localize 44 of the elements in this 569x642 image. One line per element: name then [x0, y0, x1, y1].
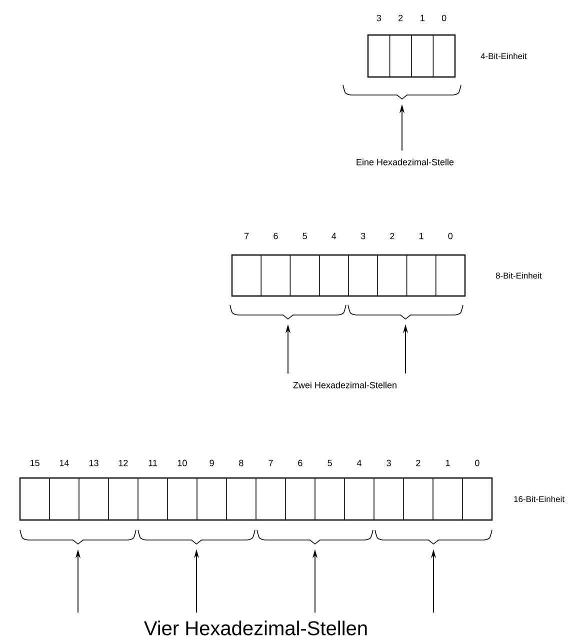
caption-text: Vier Hexadezimal-Stellen — [144, 620, 367, 636]
bit-number: 4 — [356, 460, 362, 466]
bit-number: 6 — [274, 232, 278, 240]
register-box — [367, 34, 456, 78]
bit-number: 3 — [360, 232, 366, 240]
unit-label: 4-Bit-Einheit — [480, 52, 527, 60]
bit-number: 14 — [60, 460, 69, 466]
bracket — [20, 530, 136, 544]
unit-label: 16-Bit-Einheit — [514, 496, 564, 502]
bit-number: 5 — [302, 232, 307, 240]
bit-number: 8 — [239, 460, 244, 466]
bit-number: 2 — [398, 14, 403, 22]
bit-number: 15 — [30, 460, 40, 466]
bit-number: 2 — [416, 460, 420, 466]
bit-number: 1 — [446, 460, 450, 466]
bit-number: 7 — [244, 232, 249, 240]
register-box — [19, 477, 493, 521]
bracket — [374, 530, 492, 544]
bracket — [348, 304, 464, 320]
unit-label: 8-Bit-Einheit — [496, 272, 542, 279]
bit-number: 0 — [475, 460, 480, 466]
bit-number: 11 — [148, 460, 158, 466]
bit-number: 3 — [386, 460, 391, 466]
bit-number: 13 — [89, 460, 98, 466]
bit-number: 1 — [419, 232, 424, 240]
register-box — [231, 254, 466, 297]
bit-number: 5 — [328, 460, 332, 466]
caption-text: Eine Hexadezimal-Stelle — [356, 158, 454, 166]
bit-number: 4 — [332, 232, 336, 240]
bracket — [138, 530, 256, 544]
bracket — [230, 304, 346, 320]
bit-number: 6 — [298, 460, 302, 466]
bit-number: 0 — [442, 14, 446, 22]
bit-number: 12 — [118, 460, 128, 466]
bit-number: 10 — [178, 460, 187, 466]
bracket — [256, 530, 374, 544]
bit-number: 0 — [448, 232, 453, 240]
caption-text: Zwei Hexadezimal-Stellen — [293, 382, 396, 388]
bit-number: 9 — [210, 460, 214, 466]
bracket — [342, 84, 462, 100]
bit-number: 3 — [376, 14, 381, 22]
bit-number: 2 — [390, 232, 394, 240]
bit-number: 7 — [268, 460, 273, 466]
bit-number: 1 — [420, 14, 424, 22]
